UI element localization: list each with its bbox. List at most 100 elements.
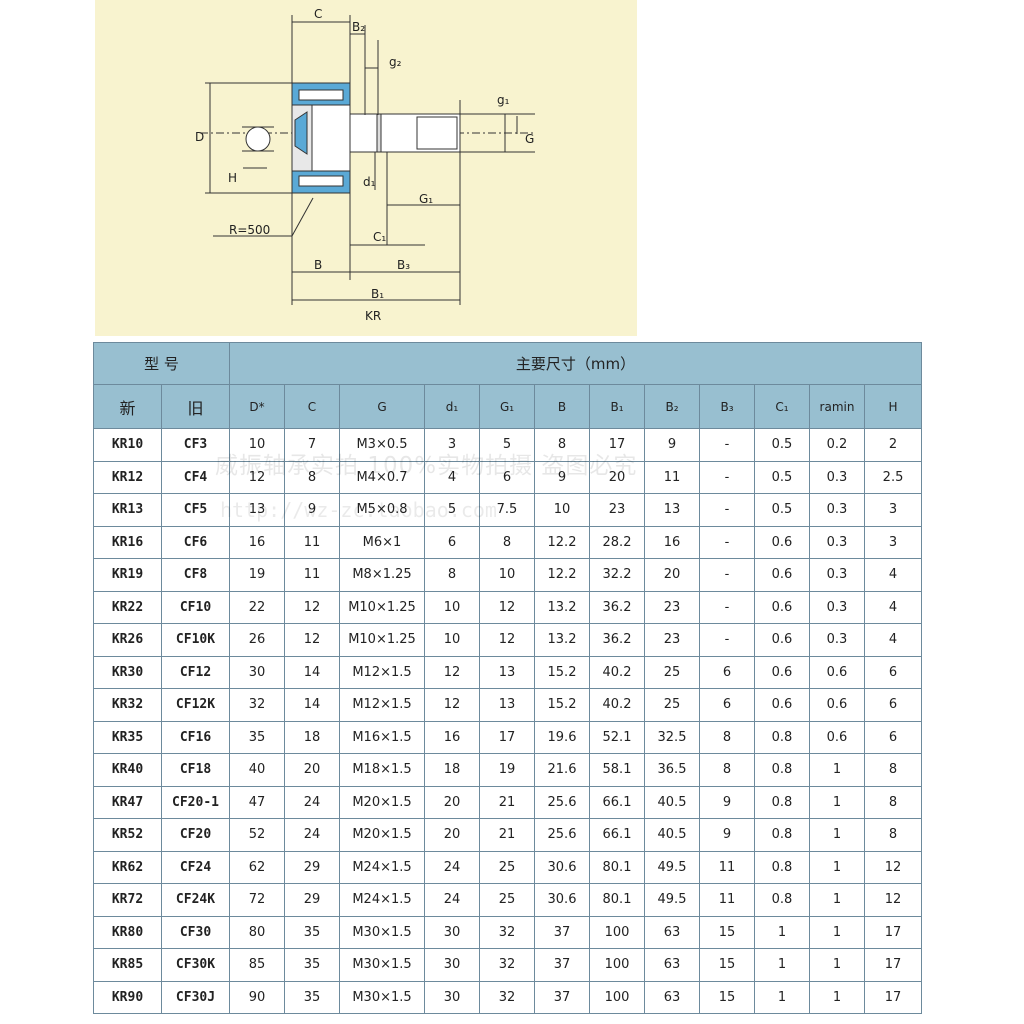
cell-model-new: KR62	[93, 850, 162, 884]
header-dim-col: B₃	[699, 384, 755, 429]
cell-dimension: 9	[699, 785, 755, 819]
cell-dimension: 0.8	[754, 883, 810, 917]
label-radius: R=500	[229, 223, 270, 237]
cell-dimension: 15	[699, 915, 755, 949]
cell-dimension: 23	[589, 493, 645, 527]
cell-dimension: 8	[424, 558, 480, 592]
cell-dimension: 0.8	[754, 720, 810, 754]
cell-dimension: 72	[229, 883, 285, 917]
cell-model-old: CF30	[161, 915, 230, 949]
cell-dimension: 13	[644, 493, 700, 527]
cell-dimension: 17	[863, 980, 923, 1014]
cell-model-old: CF10K	[161, 623, 230, 657]
cell-dimension: 32	[479, 915, 535, 949]
cell-dimension: 4	[424, 460, 480, 494]
cell-dimension: 10	[229, 428, 285, 462]
cell-dimension: 30	[229, 655, 285, 689]
cell-dimension: 12	[424, 688, 480, 722]
cell-dimension: 30	[424, 915, 480, 949]
cell-dimension: 29	[284, 850, 340, 884]
cell-dimension: 66.1	[589, 818, 645, 852]
cell-dimension: 35	[284, 915, 340, 949]
cell-model-new: KR12	[93, 460, 162, 494]
cell-dimension: 6	[863, 720, 923, 754]
cell-dimension: 25	[479, 850, 535, 884]
cell-dimension: 17	[479, 720, 535, 754]
cell-dimension: 8	[863, 785, 923, 819]
cell-model-old: CF12	[161, 655, 230, 689]
cell-dimension: 1	[809, 753, 865, 787]
cell-dimension: 0.3	[809, 493, 865, 527]
cell-dimension: M30×1.5	[339, 948, 425, 982]
cell-dimension: 8	[284, 460, 340, 494]
cell-dimension: 12	[863, 850, 923, 884]
cell-dimension: -	[699, 623, 755, 657]
cell-dimension: 15.2	[534, 655, 590, 689]
cell-model-old: CF30J	[161, 980, 230, 1014]
cell-dimension: 4	[863, 558, 923, 592]
cell-dimension: 25.6	[534, 785, 590, 819]
header-dim-col: d₁	[424, 384, 480, 429]
cell-dimension: 0.5	[754, 493, 810, 527]
cell-dimension: 5	[479, 428, 535, 462]
cell-dimension: 6	[863, 688, 923, 722]
header-old: 旧	[161, 384, 230, 429]
cell-dimension: 8	[863, 818, 923, 852]
cell-dimension: 66.1	[589, 785, 645, 819]
cell-dimension: 25	[644, 688, 700, 722]
cell-dimension: 63	[644, 980, 700, 1014]
cell-dimension: -	[699, 428, 755, 462]
cell-dimension: -	[699, 525, 755, 559]
cell-dimension: 85	[229, 948, 285, 982]
header-dim-col: B	[534, 384, 590, 429]
cell-dimension: 0.6	[754, 590, 810, 624]
cell-dimension: 8	[699, 720, 755, 754]
cell-dimension: 62	[229, 850, 285, 884]
cell-dimension: 32.5	[644, 720, 700, 754]
cell-model-new: KR40	[93, 753, 162, 787]
cell-dimension: 49.5	[644, 850, 700, 884]
cell-dimension: 14	[284, 655, 340, 689]
cell-dimension: M3×0.5	[339, 428, 425, 462]
cell-dimension: M4×0.7	[339, 460, 425, 494]
header-model: 型 号	[93, 342, 230, 385]
cell-dimension: 32.2	[589, 558, 645, 592]
cell-dimension: 5	[424, 493, 480, 527]
cell-model-new: KR13	[93, 493, 162, 527]
cell-dimension: 30	[424, 980, 480, 1014]
cell-dimension: 36.5	[644, 753, 700, 787]
cell-dimension: 0.6	[754, 623, 810, 657]
cell-dimension: 8	[699, 753, 755, 787]
cell-dimension: 1	[754, 980, 810, 1014]
cell-dimension: 26	[229, 623, 285, 657]
cell-model-new: KR26	[93, 623, 162, 657]
cell-dimension: 24	[424, 883, 480, 917]
cell-dimension: 32	[479, 980, 535, 1014]
cell-dimension: 63	[644, 948, 700, 982]
cell-dimension: 1	[809, 785, 865, 819]
cell-dimension: 25.6	[534, 818, 590, 852]
header-dim-col: B₂	[644, 384, 700, 429]
cell-dimension: M6×1	[339, 525, 425, 559]
cell-dimension: 24	[424, 850, 480, 884]
cell-model-old: CF30K	[161, 948, 230, 982]
cell-dimension: 10	[534, 493, 590, 527]
cell-dimension: 16	[424, 720, 480, 754]
cell-dimension: 0.8	[754, 785, 810, 819]
cell-dimension: 0.5	[754, 428, 810, 462]
cell-model-new: KR72	[93, 883, 162, 917]
cell-dimension: 13	[229, 493, 285, 527]
cell-model-old: CF24K	[161, 883, 230, 917]
cell-dimension: 17	[863, 915, 923, 949]
